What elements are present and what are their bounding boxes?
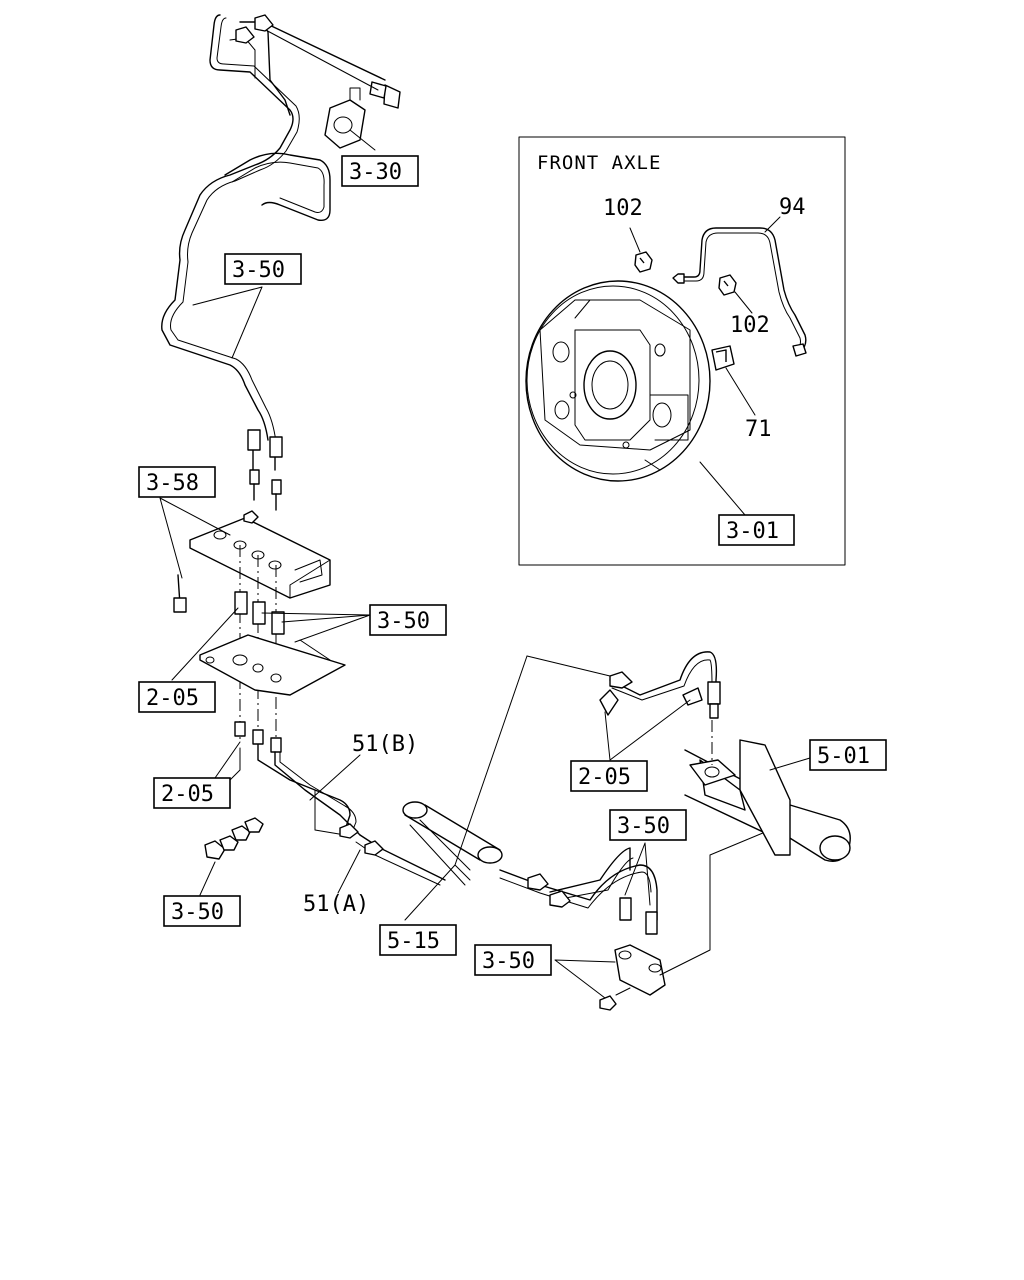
callout-box-2-05-upper — [138, 681, 216, 713]
callout-box-3-58 — [138, 466, 216, 498]
part-label-102-upper: 102 — [603, 196, 643, 221]
callout-2-05-upper: 2-05 — [146, 686, 199, 711]
bracket-71 — [711, 345, 735, 371]
inset-title: FRONT AXLE — [537, 152, 661, 174]
part-label-94: 94 — [779, 195, 806, 220]
lower-pipes-51 — [214, 721, 446, 894]
part-label-3-01: 3-01 — [726, 519, 779, 544]
rear-axle-pipes — [499, 651, 851, 1011]
callout-box-3-01 — [718, 514, 795, 546]
callout-5-15: 5-15 — [387, 929, 440, 954]
callout-box-3-50-top — [224, 253, 302, 285]
part-label-102-lower: 102 — [730, 313, 770, 338]
callout-3-30: 3-30 — [349, 160, 402, 185]
clip-assembly-left — [199, 817, 264, 896]
callout-box-3-50-bottom — [474, 944, 552, 976]
clip-102-upper — [634, 251, 653, 273]
clip-102-lower — [718, 274, 737, 296]
callout-3-58: 3-58 — [146, 471, 199, 496]
mounting-bracket-lower — [199, 634, 346, 696]
brake-pipe-94-drawing — [672, 227, 807, 357]
callout-box-2-05-lower — [153, 777, 231, 809]
part-label-71: 71 — [745, 417, 772, 442]
callout-3-50-right: 3-50 — [617, 814, 670, 839]
callout-box-5-01 — [809, 739, 887, 771]
callout-box-3-50-left — [163, 895, 241, 927]
inset-frame — [518, 136, 846, 566]
callout-3-50-mid: 3-50 — [377, 609, 430, 634]
callout-3-50-top: 3-50 — [232, 258, 285, 283]
callout-box-3-50-right — [609, 809, 687, 841]
callout-2-05-lower: 2-05 — [161, 782, 214, 807]
front-axle-inset: FRONT AXLE — [518, 136, 846, 566]
callout-3-50-left: 3-50 — [171, 900, 224, 925]
cross-member-5-15 — [402, 655, 611, 921]
upper-brake-pipes — [161, 14, 401, 511]
callout-box-5-15 — [379, 924, 457, 956]
backing-plate-drawing — [525, 280, 711, 482]
callout-5-01: 5-01 — [817, 744, 870, 769]
callouts: 3-30 3-50 3-58 3-50 2-05 2-05 51(B) 51(A… — [138, 155, 887, 976]
callout-box-3-50-mid — [369, 604, 447, 636]
callout-2-05-right: 2-05 — [578, 765, 631, 790]
callout-51b: 51(B) — [352, 732, 418, 757]
callout-51a: 51(A) — [303, 892, 369, 917]
callout-3-50-bottom: 3-50 — [482, 949, 535, 974]
callout-box-3-30 — [341, 155, 419, 187]
spacers-and-unions — [171, 591, 371, 681]
callout-box-2-05-right — [570, 760, 648, 792]
